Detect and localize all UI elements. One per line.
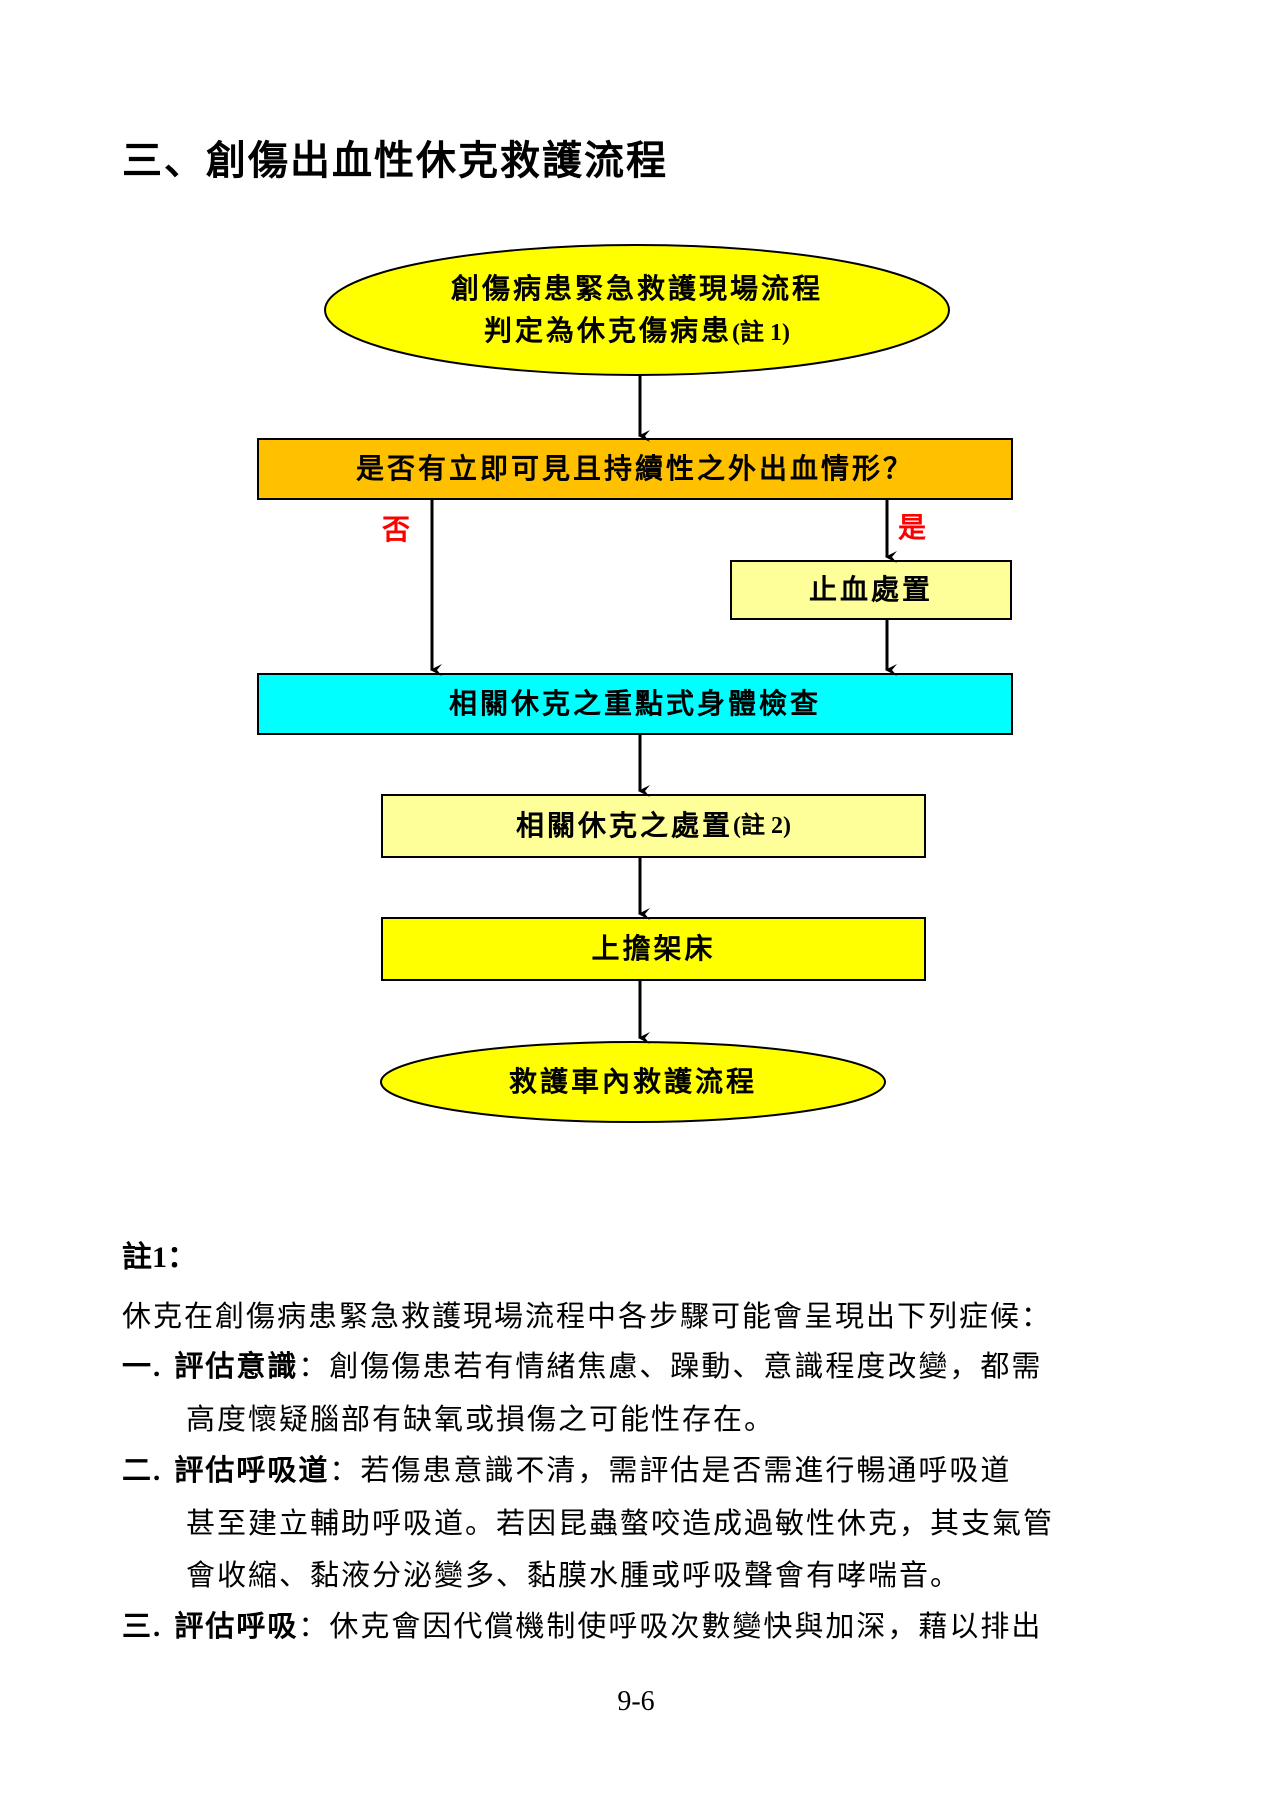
note-intro: 休克在創傷病患緊急救護現場流程中各步驟可能會呈現出下列症候： <box>122 1299 1053 1333</box>
page-title: 三、創傷出血性休克救護流程 <box>122 137 668 184</box>
decision-text: 是否有立即可見且持續性之外出血情形？ <box>355 452 914 485</box>
stretcher-box <box>381 917 926 981</box>
hemostasis-text: 止血處置 <box>808 573 933 606</box>
note-item-3: 三. 評估呼吸：休克會因代償機制使呼吸次數變快與加深，藉以排出 <box>122 1600 1162 1653</box>
note-item-2-cont2: 會收縮、黏液分泌變多、黏膜水腫或呼吸聲會有哮喘音。 <box>186 1558 962 1592</box>
note-item-3-num: 三. <box>122 1611 163 1643</box>
start-ellipse <box>324 244 950 376</box>
note-item-2-text: ：若傷患意識不清，需評估是否需進行暢通呼吸道 <box>329 1453 1012 1487</box>
start-line2-wrap: 判定為休克傷病患(註 1) <box>484 310 790 354</box>
decision-box <box>257 438 1013 500</box>
end-text: 救護車內救護流程 <box>508 1065 757 1098</box>
note-item-2: 二. 評估呼吸道：若傷患意識不清，需評估是否需進行暢通呼吸道 甚至建立輔助呼吸道… <box>122 1444 1162 1601</box>
note-item-2-cont1: 甚至建立輔助呼吸道。若因昆蟲螫咬造成過敏性休克，其支氣管 <box>186 1506 1055 1540</box>
note-heading-num: 1 <box>152 1241 167 1274</box>
note-item-3-text: ：休克會因代償機制使呼吸次數變快與加深，藉以排出 <box>298 1609 1043 1643</box>
branch-no-label: 否 <box>382 513 411 546</box>
note-heading: 註1： <box>122 1232 197 1276</box>
note-item-2-lead: 評估呼吸道 <box>162 1453 330 1487</box>
treatment-text: 相關休克之處置(註 2) <box>382 795 925 857</box>
treatment-box <box>381 794 926 858</box>
note-item-1-lead: 評估意識 <box>162 1349 299 1383</box>
note-item-2-num: 二. <box>122 1455 163 1487</box>
note-item-1-cont: 高度懷疑腦部有缺氧或損傷之可能性存在。 <box>186 1402 776 1436</box>
start-line1: 創傷病患緊急救護現場流程 <box>450 272 823 305</box>
start-text: 創傷病患緊急救護現場流程 判定為休克傷病患(註 1) <box>330 252 944 370</box>
note-item-1: 一. 評估意識：創傷傷患若有情緒焦慮、躁動、意識程度改變，都需 高度懷疑腦部有缺… <box>122 1340 1162 1445</box>
stretcher-text: 上擔架床 <box>591 932 716 965</box>
start-line2: 判定為休克傷病患 <box>484 314 733 347</box>
start-note: (註 1) <box>732 320 790 346</box>
treatment-label: 相關休克之處置 <box>516 809 734 842</box>
page-number: 9-6 <box>617 1686 655 1717</box>
end-ellipse <box>380 1041 886 1123</box>
note-item-3-lead: 評估呼吸 <box>162 1609 299 1643</box>
note-item-1-num: 一. <box>122 1351 163 1383</box>
exam-text: 相關休克之重點式身體檢查 <box>448 687 821 720</box>
note-heading-prefix: 註 <box>122 1240 152 1275</box>
hemostasis-box <box>730 560 1012 620</box>
branch-yes-label: 是 <box>898 511 927 544</box>
note-heading-suffix: ： <box>167 1240 197 1275</box>
treatment-note: (註 2) <box>733 813 791 839</box>
note-item-1-text: ：創傷傷患若有情緒焦慮、躁動、意識程度改變，都需 <box>298 1349 1043 1383</box>
exam-box <box>257 673 1013 735</box>
